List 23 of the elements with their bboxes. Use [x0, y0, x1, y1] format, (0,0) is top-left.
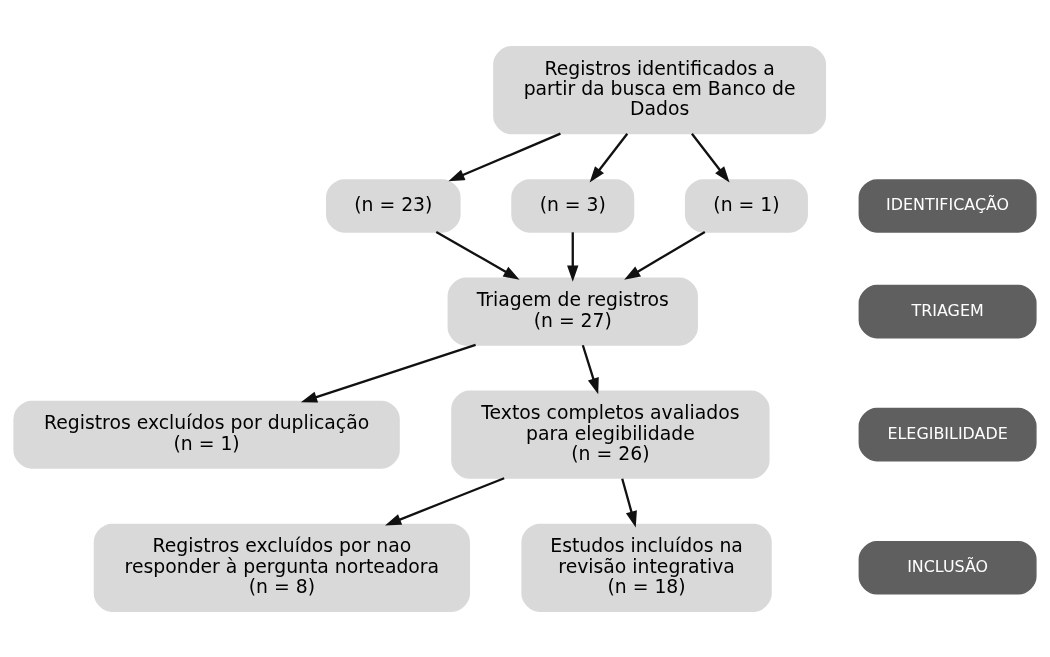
node-box: Textos completos avaliados para elegibilidade (n = 26): [451, 390, 770, 479]
arrow: [448, 132, 561, 181]
arrow: [581, 344, 599, 394]
arrow: [589, 132, 629, 183]
node-box: IDENTIFICAÇÃO: [858, 178, 1037, 233]
node-box: (n = 1): [684, 178, 808, 233]
arrow: [691, 132, 730, 183]
node-box: ELEGIBILIDADE: [858, 407, 1037, 461]
node-box: Registros excluídos por duplicação (n = 1): [13, 400, 400, 469]
node-box: Registros identificados a partir da busca em Banco de Dados: [493, 45, 827, 134]
arrow: [567, 231, 579, 282]
arrow: [435, 230, 520, 280]
node-box: Registros excluídos por nao responder à pergunta norteadora (n = 8): [93, 523, 470, 612]
node-box: (n = 23): [326, 178, 461, 233]
node-box: TRIAGEM: [858, 284, 1037, 338]
arrow: [621, 477, 637, 527]
arrow: [624, 230, 706, 280]
node-box: Triagem de registros (n = 27): [447, 277, 698, 346]
arrow: [300, 343, 476, 403]
node-box: Estudos incluídos na revisão integrativa (n = 18): [521, 523, 772, 612]
node-box: INCLUSÃO: [858, 540, 1037, 595]
arrow: [385, 476, 505, 525]
node-box: (n = 3): [511, 178, 635, 233]
